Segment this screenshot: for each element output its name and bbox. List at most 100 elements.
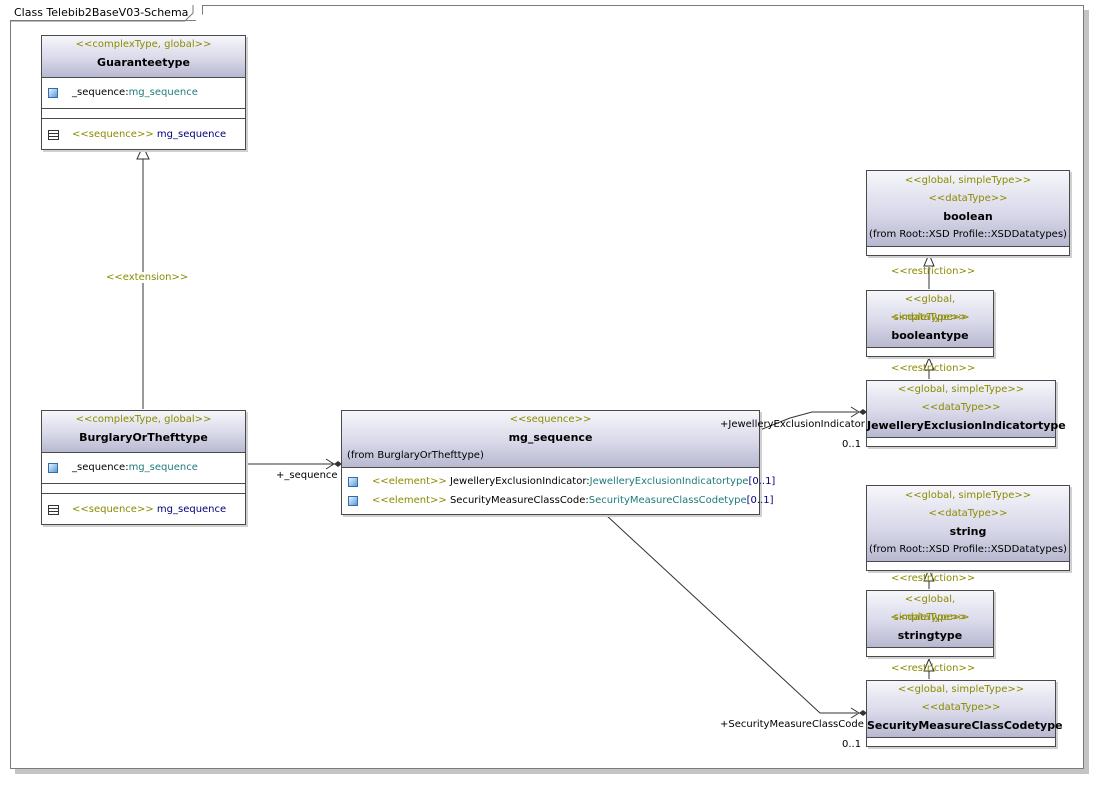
class-name: booleantype xyxy=(891,329,969,342)
security-association-diamond xyxy=(859,710,867,716)
attribute-type: mg_sequence xyxy=(128,87,198,98)
attribute-icon xyxy=(348,496,358,506)
jewel-multiplicity-label: 0..1 xyxy=(842,439,862,450)
extension-label: <<extension>> xyxy=(106,272,189,283)
attribute-section: _sequence:mg_sequence xyxy=(42,453,245,484)
stereotype: <<global, simpleType>> xyxy=(893,294,967,323)
restriction-arrowhead-3 xyxy=(923,567,935,582)
stereotype: <<global, simpleType>> xyxy=(893,594,967,623)
restriction-label: <<restriction>> xyxy=(891,266,976,277)
operation-name: mg_sequence xyxy=(153,129,227,140)
class-header: <<global, simpleType>> <<dataType>> stri… xyxy=(867,591,993,648)
class-header: <<sequence>> mg_sequence (from BurglaryO… xyxy=(342,411,759,468)
empty-section xyxy=(867,438,1055,446)
stereotype: <<global, simpleType>> xyxy=(897,684,1025,695)
class-jewelleryexclusionindicatortype[interactable]: <<global, simpleType>> <<dataType>> Jewe… xyxy=(866,380,1066,447)
class-header: <<complexType, global>> BurglaryOrTheftt… xyxy=(42,411,245,453)
stereotype: <<global, simpleType>> xyxy=(904,490,1032,501)
operation-name: mg_sequence xyxy=(153,504,227,515)
attribute-icon xyxy=(48,88,58,98)
attribute-multiplicity: [0..1] xyxy=(748,476,776,487)
stereotype: <<complexType, global>> xyxy=(75,39,212,50)
from-package: (from Root::XSD Profile::XSDDatatypes) xyxy=(869,544,1067,555)
class-header: <<global, simpleType>> <<dataType>> Secu… xyxy=(867,681,1063,738)
class-name: string xyxy=(949,525,987,538)
attribute-stereotype: <<element>> xyxy=(372,476,447,487)
empty-section xyxy=(867,348,993,356)
security-role-label: +SecurityMeasureClassCode xyxy=(720,719,864,730)
class-header: <<global, simpleType>> <<dataType>> stri… xyxy=(867,486,1069,562)
class-name: Guaranteetype xyxy=(97,56,190,69)
attribute-stereotype: <<element>> xyxy=(372,495,447,506)
extension-arrowhead xyxy=(136,144,150,160)
empty-section xyxy=(867,648,993,656)
class-name: BurglaryOrThefttype xyxy=(79,431,208,444)
attribute-icon xyxy=(348,477,358,487)
class-name: stringtype xyxy=(897,629,963,642)
restriction-label: <<restriction>> xyxy=(891,363,976,374)
attribute-type: SecurityMeasureClassCodetype xyxy=(588,495,747,506)
operation-icon xyxy=(48,130,59,140)
stereotype: <<dataType>> xyxy=(890,312,970,323)
from-package: (from Root::XSD Profile::XSDDatatypes) xyxy=(869,229,1067,240)
jewel-association-diamond xyxy=(859,409,867,415)
class-name: boolean xyxy=(943,210,993,223)
attribute-row[interactable]: <<element>> SecurityMeasureClassCode:Sec… xyxy=(342,491,774,510)
empty-section xyxy=(867,247,1069,255)
security-multiplicity-label: 0..1 xyxy=(842,739,862,750)
stereotype: <<complexType, global>> xyxy=(75,414,212,425)
stereotype: <<global, simpleType>> xyxy=(904,175,1032,186)
attribute-section: _sequence:mg_sequence xyxy=(42,78,245,109)
stereotype: <<sequence>> xyxy=(509,414,592,425)
class-guaranteetype[interactable]: <<complexType, global>> Guaranteetype _s… xyxy=(41,35,246,150)
class-header: <<global, simpleType>> <<dataType>> bool… xyxy=(867,171,1069,247)
attribute-row[interactable]: <<element>> JewelleryExclusionIndicator:… xyxy=(342,472,775,491)
attribute-name: JewelleryExclusionIndicator: xyxy=(446,476,590,487)
attribute-name: _sequence: xyxy=(72,87,129,98)
attribute-multiplicity: [0..1] xyxy=(746,495,774,506)
class-boolean[interactable]: <<global, simpleType>> <<dataType>> bool… xyxy=(866,170,1070,256)
class-header: <<global, simpleType>> <<dataType>> Jewe… xyxy=(867,381,1066,438)
attribute-type: JewelleryExclusionIndicatortype xyxy=(589,476,749,487)
stereotype: <<dataType>> xyxy=(928,508,1008,519)
restriction-arrowhead-2 xyxy=(923,356,935,371)
class-string[interactable]: <<global, simpleType>> <<dataType>> stri… xyxy=(866,485,1070,571)
attribute-icon xyxy=(48,463,58,473)
operation-section: <<sequence>> mg_sequence xyxy=(42,119,245,149)
empty-section xyxy=(42,109,245,119)
restriction-arrowhead-1 xyxy=(923,252,935,267)
operation-row[interactable]: <<sequence>> mg_sequence xyxy=(42,125,245,145)
empty-section xyxy=(42,484,245,494)
sequence-role-label: +_sequence xyxy=(276,470,338,481)
attribute-type: mg_sequence xyxy=(128,462,198,473)
attribute-row[interactable]: _sequence:mg_sequence xyxy=(42,83,245,103)
stereotype: <<dataType>> xyxy=(921,702,1001,713)
class-securitymeasureclasscodetype[interactable]: <<global, simpleType>> <<dataType>> Secu… xyxy=(866,680,1063,747)
class-name: JewelleryExclusionIndicatortype xyxy=(867,419,1066,432)
from-package: (from BurglaryOrThefttype) xyxy=(347,450,484,461)
restriction-label: <<restriction>> xyxy=(891,663,976,674)
class-booleantype[interactable]: <<global, simpleType>> <<dataType>> bool… xyxy=(866,290,994,357)
stereotype: <<dataType>> xyxy=(921,402,1001,413)
sequence-association-diamond xyxy=(334,461,342,467)
empty-section xyxy=(867,738,1055,746)
attribute-name: SecurityMeasureClassCode: xyxy=(446,495,589,506)
restriction-arrowhead-4 xyxy=(923,657,935,672)
operation-row[interactable]: <<sequence>> mg_sequence xyxy=(42,500,245,520)
class-header: <<complexType, global>> Guaranteetype xyxy=(42,36,245,78)
class-name: mg_sequence xyxy=(508,431,593,444)
class-stringtype[interactable]: <<global, simpleType>> <<dataType>> stri… xyxy=(866,590,994,657)
attribute-section: <<element>> JewelleryExclusionIndicator:… xyxy=(342,468,775,514)
operation-stereotype: <<sequence>> xyxy=(72,504,154,515)
stereotype: <<dataType>> xyxy=(890,612,970,623)
class-burglaryorthefttype[interactable]: <<complexType, global>> BurglaryOrTheftt… xyxy=(41,410,246,525)
operation-section: <<sequence>> mg_sequence xyxy=(42,494,245,524)
attribute-row[interactable]: _sequence:mg_sequence xyxy=(42,458,245,478)
jewel-association-line xyxy=(759,411,857,431)
empty-section xyxy=(867,562,1069,570)
security-association-line xyxy=(605,514,857,714)
restriction-label: <<restriction>> xyxy=(891,573,976,584)
class-mg-sequence[interactable]: <<sequence>> mg_sequence (from BurglaryO… xyxy=(341,410,775,515)
operation-stereotype: <<sequence>> xyxy=(72,129,154,140)
